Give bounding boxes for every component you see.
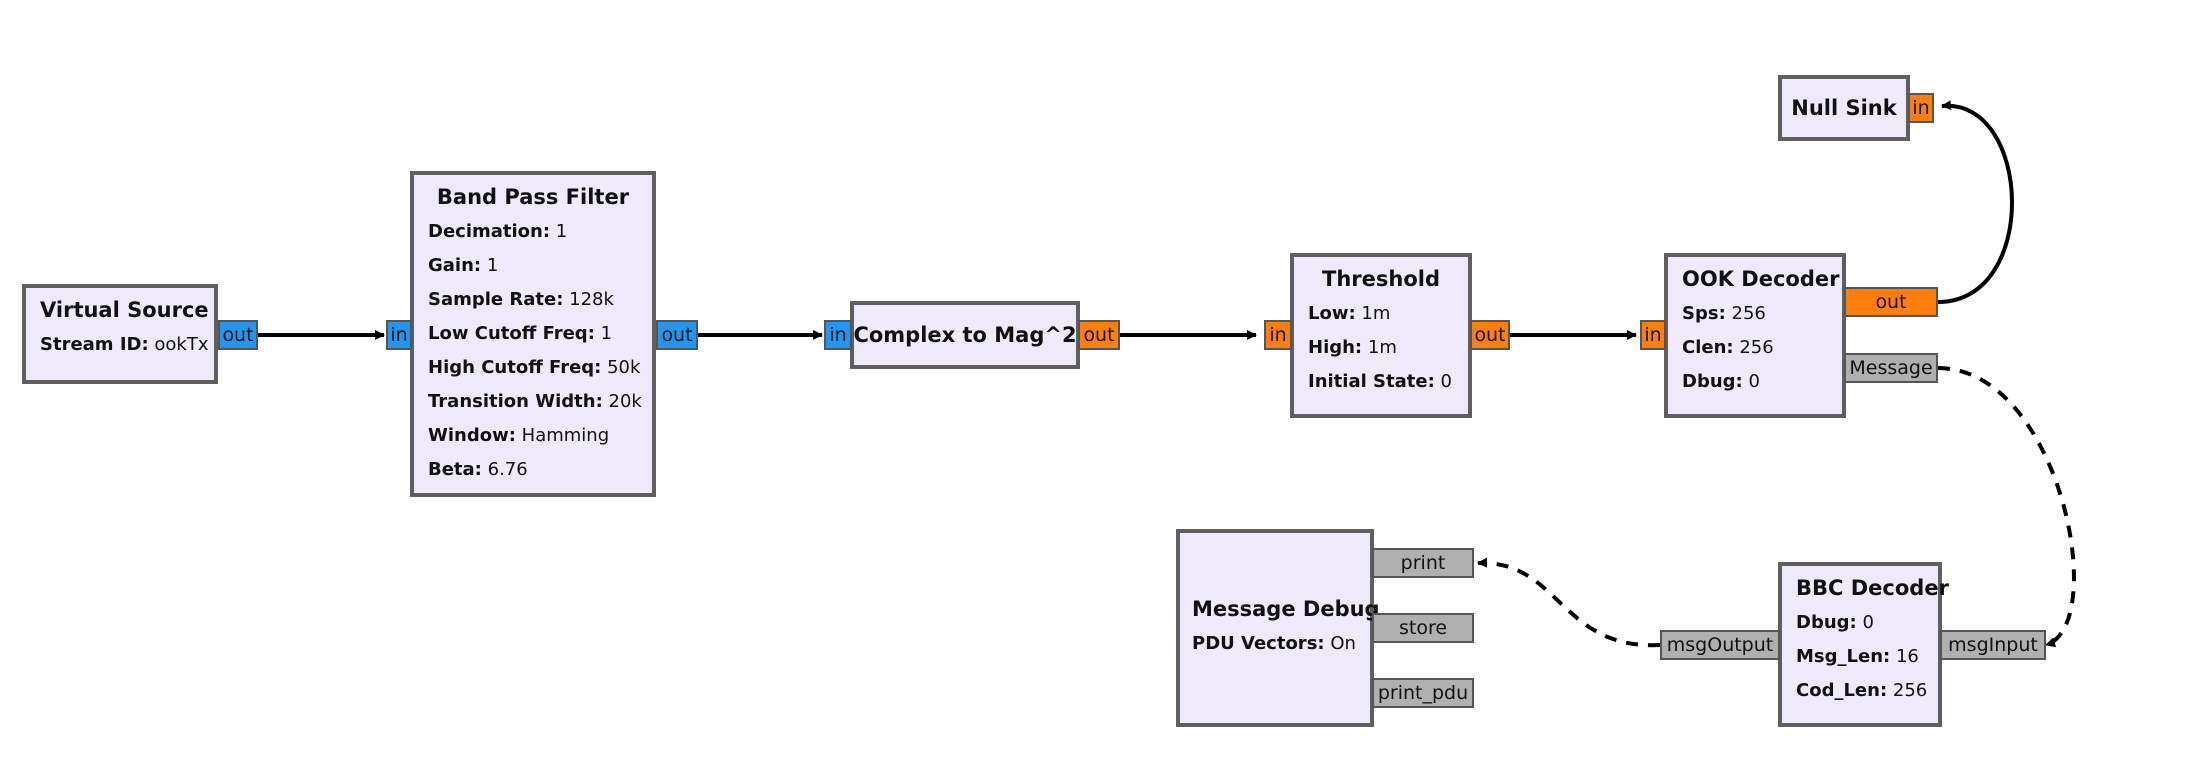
ook-decoder-in-port[interactable]: in <box>1640 320 1666 350</box>
threshold-out-port[interactable]: out <box>1470 320 1510 350</box>
wire-ookmessage-to-bbcinput[interactable] <box>1937 366 2076 648</box>
param-beta: Beta: 6.76 <box>428 459 528 480</box>
block-title: Virtual Source <box>40 298 209 322</box>
threshold-in-port[interactable]: in <box>1264 320 1292 350</box>
block-title: Band Pass Filter <box>436 185 630 209</box>
param-high-cutoff: High Cutoff Freq: 50k <box>428 357 641 378</box>
param-stream-id: Stream ID: ookTx <box>40 334 209 355</box>
message-debug-print-pdu-port[interactable]: print_pdu <box>1372 678 1474 708</box>
bbc-decoder-msgoutput-port[interactable]: msgOutput <box>1660 630 1780 660</box>
param-pdu-vectors: PDU Vectors: On <box>1192 633 1356 654</box>
block-title: BBC Decoder <box>1796 576 1949 600</box>
block-title: Message Debug <box>1192 597 1380 621</box>
null-sink-in-port[interactable]: in <box>1908 93 1934 123</box>
param-low-cutoff: Low Cutoff Freq: 1 <box>428 323 613 344</box>
param-dbug: Dbug: 0 <box>1796 612 1874 633</box>
band-pass-filter-block[interactable]: Band Pass Filter Decimation: 1 Gain: 1 S… <box>410 171 656 497</box>
message-debug-block[interactable]: Message Debug PDU Vectors: On <box>1176 529 1380 727</box>
block-title: Null Sink <box>1791 96 1897 120</box>
complex-to-mag2-out-port[interactable]: out <box>1078 320 1120 350</box>
virtual-source-out-port[interactable]: out <box>218 320 258 350</box>
param-sps: Sps: 256 <box>1682 303 1766 324</box>
param-dbug: Dbug: 0 <box>1682 371 1760 392</box>
bbc-decoder-msginput-port[interactable]: msgInput <box>1940 630 2046 660</box>
param-cod-len: Cod_Len: 256 <box>1796 680 1928 701</box>
threshold-block[interactable]: Threshold Low: 1m High: 1m Initial State… <box>1290 253 1472 418</box>
ook-decoder-message-port[interactable]: Message <box>1844 353 1938 383</box>
bbc-decoder-block[interactable]: BBC Decoder Dbug: 0 Msg_Len: 16 Cod_Len:… <box>1778 562 1949 727</box>
param-gain: Gain: 1 <box>428 255 499 276</box>
param-high: High: 1m <box>1308 337 1397 358</box>
param-msg-len: Msg_Len: 16 <box>1796 646 1919 667</box>
message-debug-store-port[interactable]: store <box>1372 613 1474 643</box>
block-title: Threshold <box>1322 267 1440 291</box>
param-initial-state: Initial State: 0 <box>1308 371 1452 392</box>
message-debug-print-port[interactable]: print <box>1372 548 1474 578</box>
band-pass-filter-in-port[interactable]: in <box>386 320 412 350</box>
param-decimation: Decimation: 1 <box>428 221 568 242</box>
param-low: Low: 1m <box>1308 303 1391 324</box>
virtual-source-block[interactable]: Virtual Source Stream ID: ookTx <box>22 284 218 384</box>
null-sink-block[interactable]: Null Sink <box>1778 75 1910 141</box>
complex-to-mag2-block[interactable]: Complex to Mag^2 <box>850 301 1080 369</box>
wire-bbcoutput-to-print[interactable] <box>1477 557 1661 648</box>
param-sample-rate: Sample Rate: 128k <box>428 289 614 310</box>
param-transition-width: Transition Width: 20k <box>428 391 642 412</box>
block-title: OOK Decoder <box>1682 267 1840 291</box>
complex-to-mag2-in-port[interactable]: in <box>824 320 852 350</box>
ook-decoder-out-port[interactable]: out <box>1844 287 1938 317</box>
wire-ookdecoder-to-nullsink[interactable] <box>1937 100 2014 304</box>
band-pass-filter-out-port[interactable]: out <box>656 320 698 350</box>
param-window: Window: Hamming <box>428 425 610 446</box>
ook-decoder-block[interactable]: OOK Decoder Sps: 256 Clen: 256 Dbug: 0 <box>1664 253 1846 418</box>
param-clen: Clen: 256 <box>1682 337 1774 358</box>
block-title: Complex to Mag^2 <box>853 323 1077 347</box>
